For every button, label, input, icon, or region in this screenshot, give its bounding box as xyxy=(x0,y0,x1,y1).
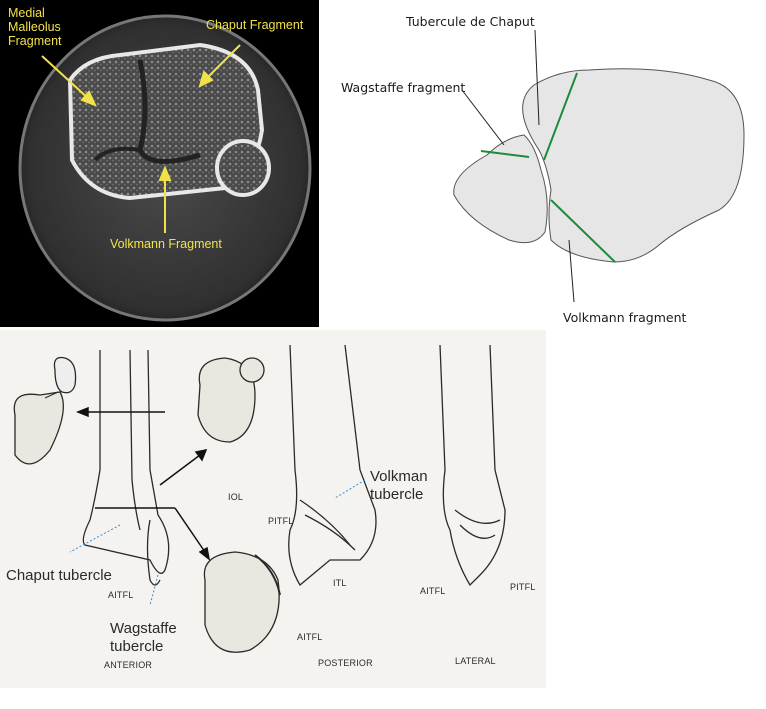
label-chaput-fragment: Chaput Fragment xyxy=(206,18,304,32)
label-itl: ITL xyxy=(333,578,347,588)
label-volkmann-fragment-schematic: Volkmann fragment xyxy=(563,310,687,325)
label-view-lateral: LATERAL xyxy=(455,656,496,666)
anatomical-drawings: Volkman tubercle Chaput tubercle Wagstaf… xyxy=(0,330,546,688)
drawings-graphic xyxy=(13,344,506,653)
section-arrows xyxy=(75,406,211,561)
label-pitfl-lateral: PITFL xyxy=(510,582,536,592)
anterior-view-bones xyxy=(82,349,170,586)
leader-lines xyxy=(461,29,575,303)
label-pitfl-posterior: PITFL xyxy=(268,516,294,526)
fracture-line xyxy=(137,59,201,164)
fracture-line xyxy=(93,146,141,162)
tibia-outline xyxy=(522,68,745,263)
cross-section-top xyxy=(197,357,265,443)
lateral-view-bones xyxy=(439,344,506,587)
label-medial-malleolus-fragment: Medial Malleolus Fragment xyxy=(8,6,62,48)
ct-pointer-arrows xyxy=(41,44,241,233)
label-tubercule-de-chaput: Tubercule de Chaput xyxy=(406,14,535,29)
tibia-cross-section xyxy=(67,42,265,201)
label-aitfl-anterior: AITFL xyxy=(108,590,134,600)
label-aitfl-lateral: AITFL xyxy=(420,586,446,596)
schematic-graphic xyxy=(453,29,745,303)
label-iol: IOL xyxy=(228,492,244,502)
fibula-cross-section xyxy=(215,139,271,197)
fracture-lines xyxy=(480,72,616,263)
label-view-posterior: POSTERIOR xyxy=(318,658,373,668)
cross-section-bottom xyxy=(203,551,281,653)
label-volkman-tubercle: Volkman tubercle xyxy=(370,468,428,503)
label-view-anterior: ANTERIOR xyxy=(104,660,153,670)
label-chaput-tubercle: Chaput tubercle xyxy=(6,567,112,584)
posterior-view-bones xyxy=(288,344,377,586)
label-aitfl-cross-section: AITFL xyxy=(297,632,323,642)
cross-section-left xyxy=(13,356,77,465)
wagstaffe-fragment-outline xyxy=(453,134,548,244)
label-wagstaffe-tubercle: Wagstaffe tubercle xyxy=(110,620,177,655)
tubercle-pointers xyxy=(69,479,366,606)
fragment-schematic: Tubercule de Chaput Wagstaffe fragment V… xyxy=(319,0,766,330)
label-volkmann-fragment: Volkmann Fragment xyxy=(110,237,222,251)
ct-scan-graphic xyxy=(18,14,312,322)
label-wagstaffe-fragment: Wagstaffe fragment xyxy=(341,80,466,95)
ct-axial-image: Medial Malleolus Fragment Chaput Fragmen… xyxy=(0,0,319,327)
